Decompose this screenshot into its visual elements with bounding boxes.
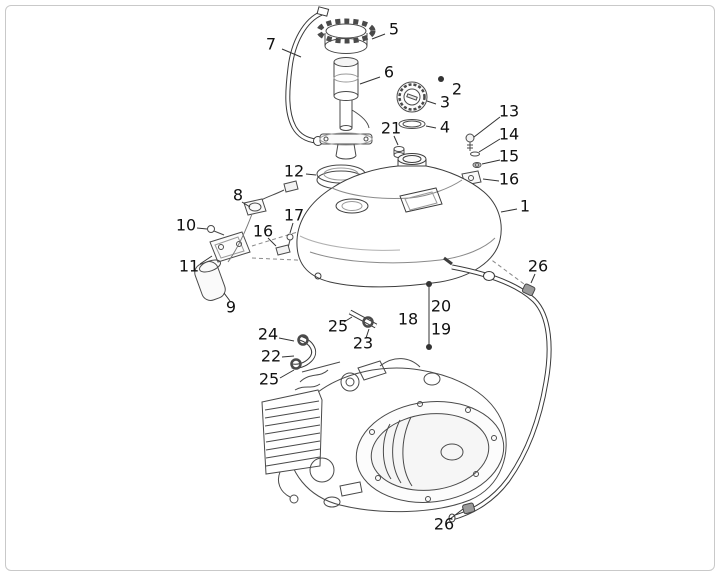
callout-13: 13 xyxy=(499,102,519,121)
callout-14: 14 xyxy=(499,125,519,144)
callout-5: 5 xyxy=(389,20,399,39)
bracket-dot xyxy=(426,344,432,350)
callout-23: 23 xyxy=(353,334,373,353)
callout-7: 7 xyxy=(266,35,276,54)
callout-leader-7 xyxy=(281,48,302,58)
callout-11: 11 xyxy=(179,257,199,276)
callout-leader-8 xyxy=(241,201,251,208)
fuel-pump-assembly xyxy=(319,57,373,160)
callout-22: 22 xyxy=(261,347,281,366)
callout-leader-9 xyxy=(223,292,231,302)
callout-17: 17 xyxy=(284,206,304,225)
callout-leader-21 xyxy=(393,135,399,146)
callout-2: 2 xyxy=(452,80,462,99)
callout-1: 1 xyxy=(520,197,530,216)
callout-leader-25b xyxy=(279,369,295,379)
fasteners-right xyxy=(461,133,482,186)
callout-9: 9 xyxy=(226,298,236,317)
callout-25a: 25 xyxy=(328,317,348,336)
callout-leader-23 xyxy=(365,328,370,339)
callout-leader-5 xyxy=(371,33,386,40)
engine xyxy=(261,358,507,513)
callout-leader-26b xyxy=(449,508,464,520)
callout-25b: 25 xyxy=(259,370,279,389)
callout-26b: 26 xyxy=(434,515,454,534)
bracket-dot xyxy=(426,281,432,287)
callout-18: 18 xyxy=(398,310,418,329)
callout-12: 12 xyxy=(284,162,304,181)
callout-dot-2 xyxy=(438,76,444,82)
level-sensor-group xyxy=(194,180,299,301)
fuel-cap xyxy=(396,81,428,113)
callout-leader-6 xyxy=(359,76,381,85)
callout-16r: 16 xyxy=(499,170,519,189)
callout-16l: 16 xyxy=(253,222,273,241)
callout-leader-4 xyxy=(425,125,437,129)
callout-4: 4 xyxy=(440,118,450,137)
fuel-tank xyxy=(296,153,502,288)
callout-leader-16l xyxy=(267,237,277,247)
callout-24: 24 xyxy=(258,325,278,344)
callout-leader-3 xyxy=(426,100,437,105)
callout-leader-11 xyxy=(199,255,213,265)
outlet-hose xyxy=(448,264,552,523)
callout-20: 20 xyxy=(431,297,451,316)
callout-leader-22 xyxy=(281,355,295,358)
callout-leader-26t xyxy=(530,273,536,284)
callout-26t: 26 xyxy=(528,257,548,276)
callout-leader-15 xyxy=(481,159,501,165)
callout-15: 15 xyxy=(499,147,519,166)
callout-leader-16r xyxy=(482,178,500,182)
filler-ring xyxy=(316,18,376,54)
callout-21: 21 xyxy=(381,119,401,138)
callout-6: 6 xyxy=(384,63,394,82)
page-border xyxy=(5,5,715,571)
callout-8: 8 xyxy=(233,186,243,205)
callout-leader-14 xyxy=(478,138,501,153)
breather-hose xyxy=(285,6,330,146)
callout-layer: 7562341314151621121810171611926201918252… xyxy=(176,20,548,534)
callout-19: 19 xyxy=(431,320,451,339)
callout-leader-10 xyxy=(196,227,208,230)
callout-leader-12 xyxy=(305,173,317,176)
callout-leader-13 xyxy=(473,116,501,138)
cap-gasket xyxy=(398,119,426,129)
callout-leader-17 xyxy=(289,222,294,234)
callout-leader-1 xyxy=(500,208,518,213)
callout-leader-25a xyxy=(343,316,353,323)
small-fuel-hoses xyxy=(290,309,378,370)
callout-10: 10 xyxy=(176,216,196,235)
callout-3: 3 xyxy=(440,93,450,112)
callout-leader-24 xyxy=(278,337,295,342)
